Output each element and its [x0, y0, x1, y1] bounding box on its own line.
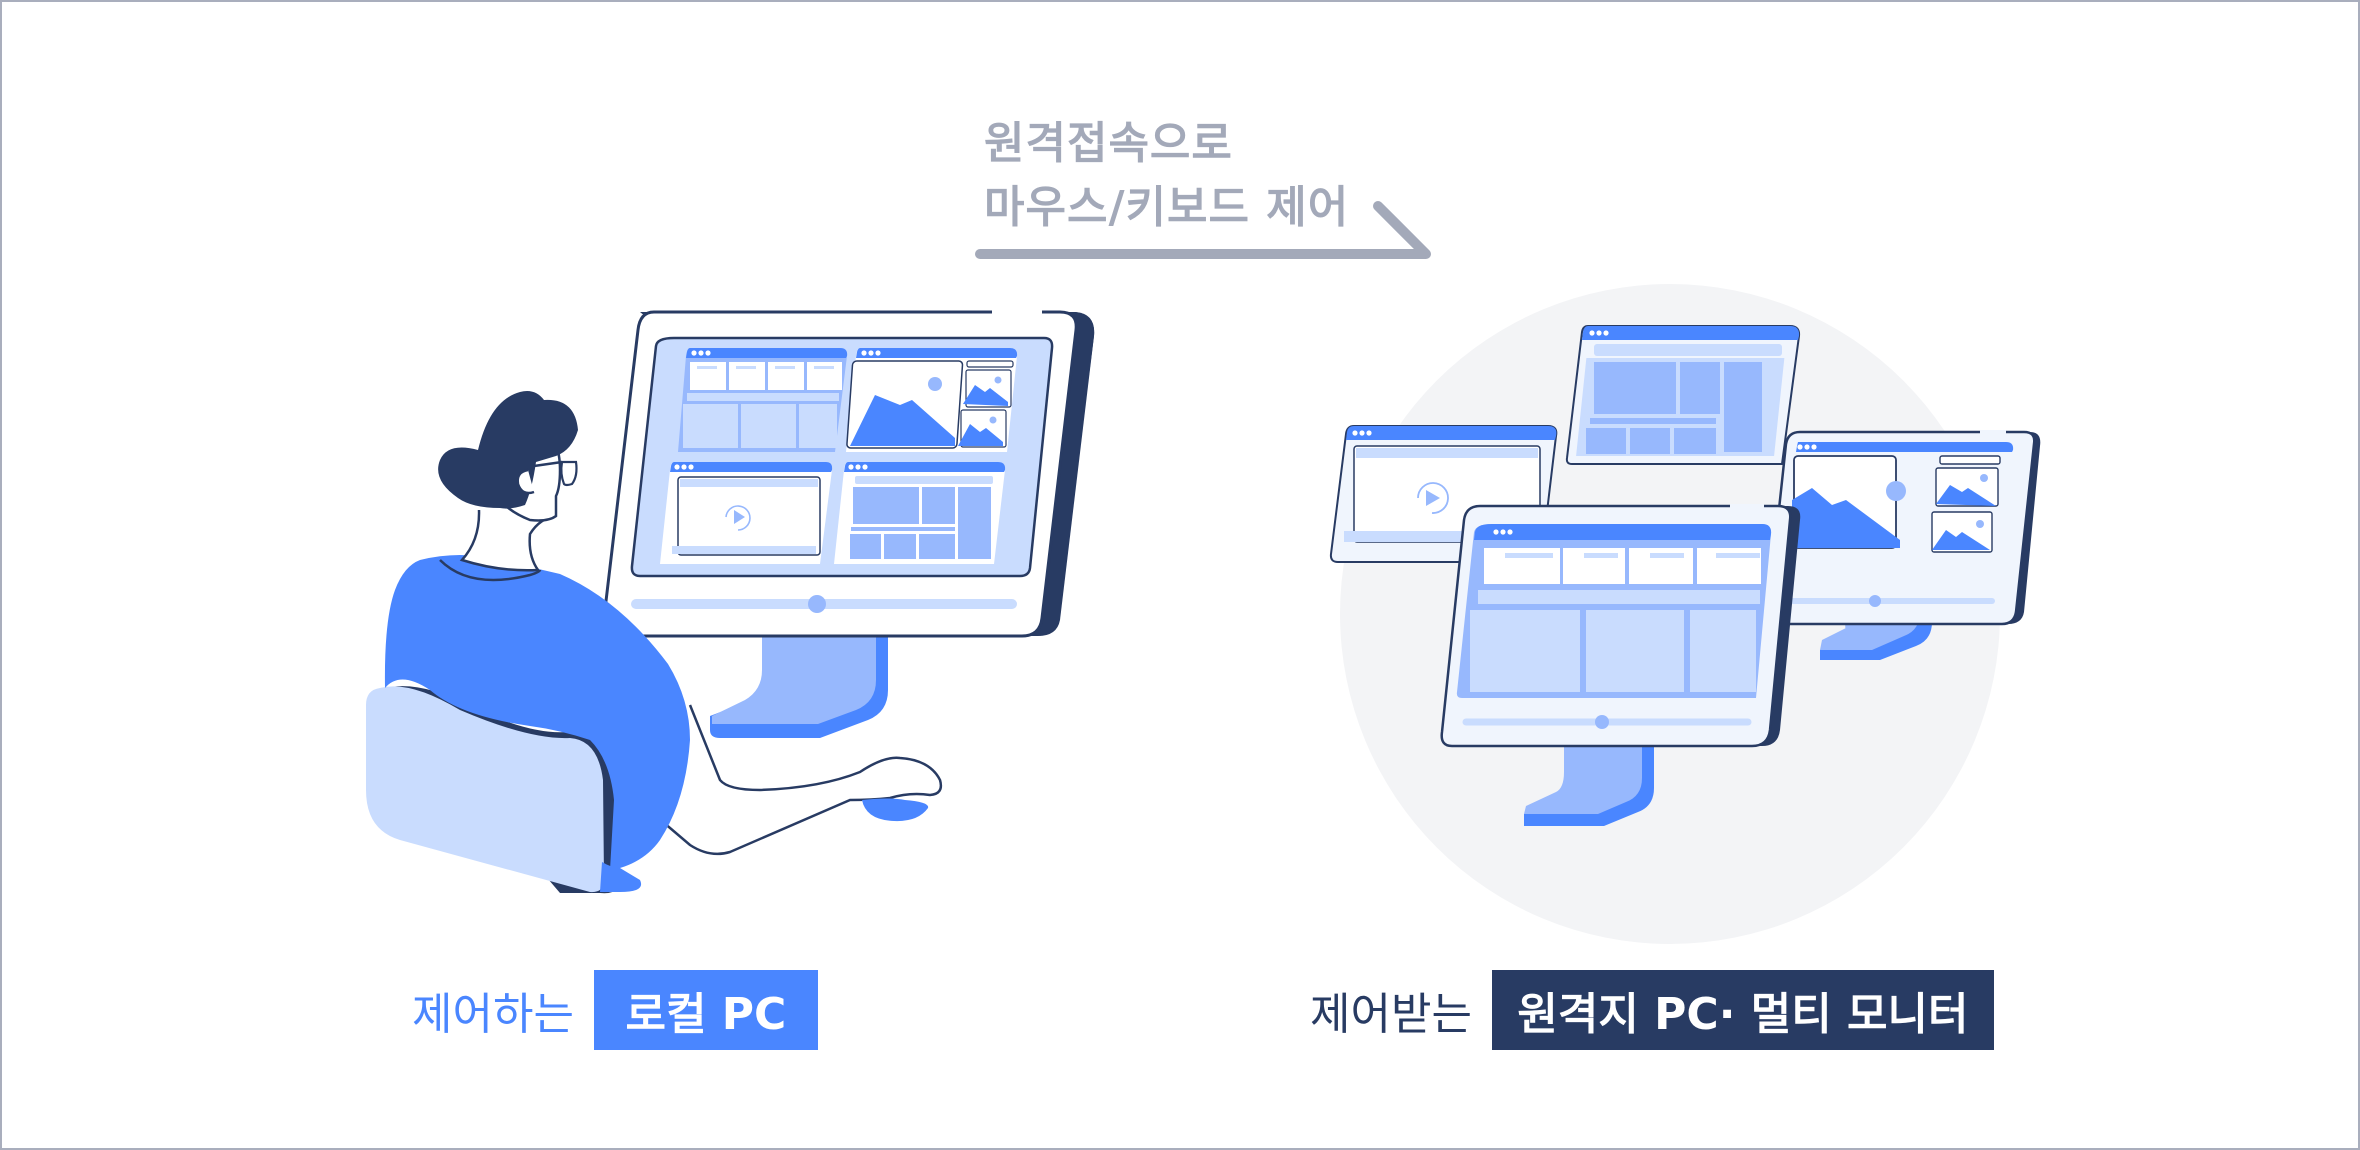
remote-chip: 원격지 PC· 멀티 모니터 — [1491, 970, 1994, 1050]
remote-monitor-right — [1766, 430, 2041, 660]
window-layout — [834, 462, 1006, 564]
remote-prefix: 제어받는 — [1310, 989, 1472, 1040]
local-prefix: 제어하는 — [412, 989, 574, 1040]
local-pc-label: 제어하는 로컬 PC — [412, 970, 818, 1050]
remote-pc-label: 제어받는 원격지 PC· 멀티 모니터 — [1310, 970, 1994, 1050]
arrow-caption-line1: 원격접속으로 — [984, 118, 1233, 169]
play-icon — [725, 505, 751, 531]
local-chip: 로컬 PC — [593, 970, 818, 1050]
play-icon — [1417, 482, 1449, 514]
remote-window-top — [1565, 325, 1801, 465]
image-icon — [928, 377, 942, 391]
remote-multi-monitor — [1329, 284, 2041, 944]
person-illustration — [366, 391, 943, 894]
arrow-caption: 원격접속으로 마우스/키보드 제어 — [984, 112, 1349, 240]
remote-monitor-front — [1440, 504, 1801, 826]
window-images — [846, 348, 1018, 452]
window-video — [660, 462, 833, 564]
arrow-caption-line2: 마우스/키보드 제어 — [984, 182, 1350, 233]
arrow-icon — [975, 201, 1431, 259]
local-monitor — [602, 309, 1095, 738]
window-grid — [678, 348, 848, 452]
